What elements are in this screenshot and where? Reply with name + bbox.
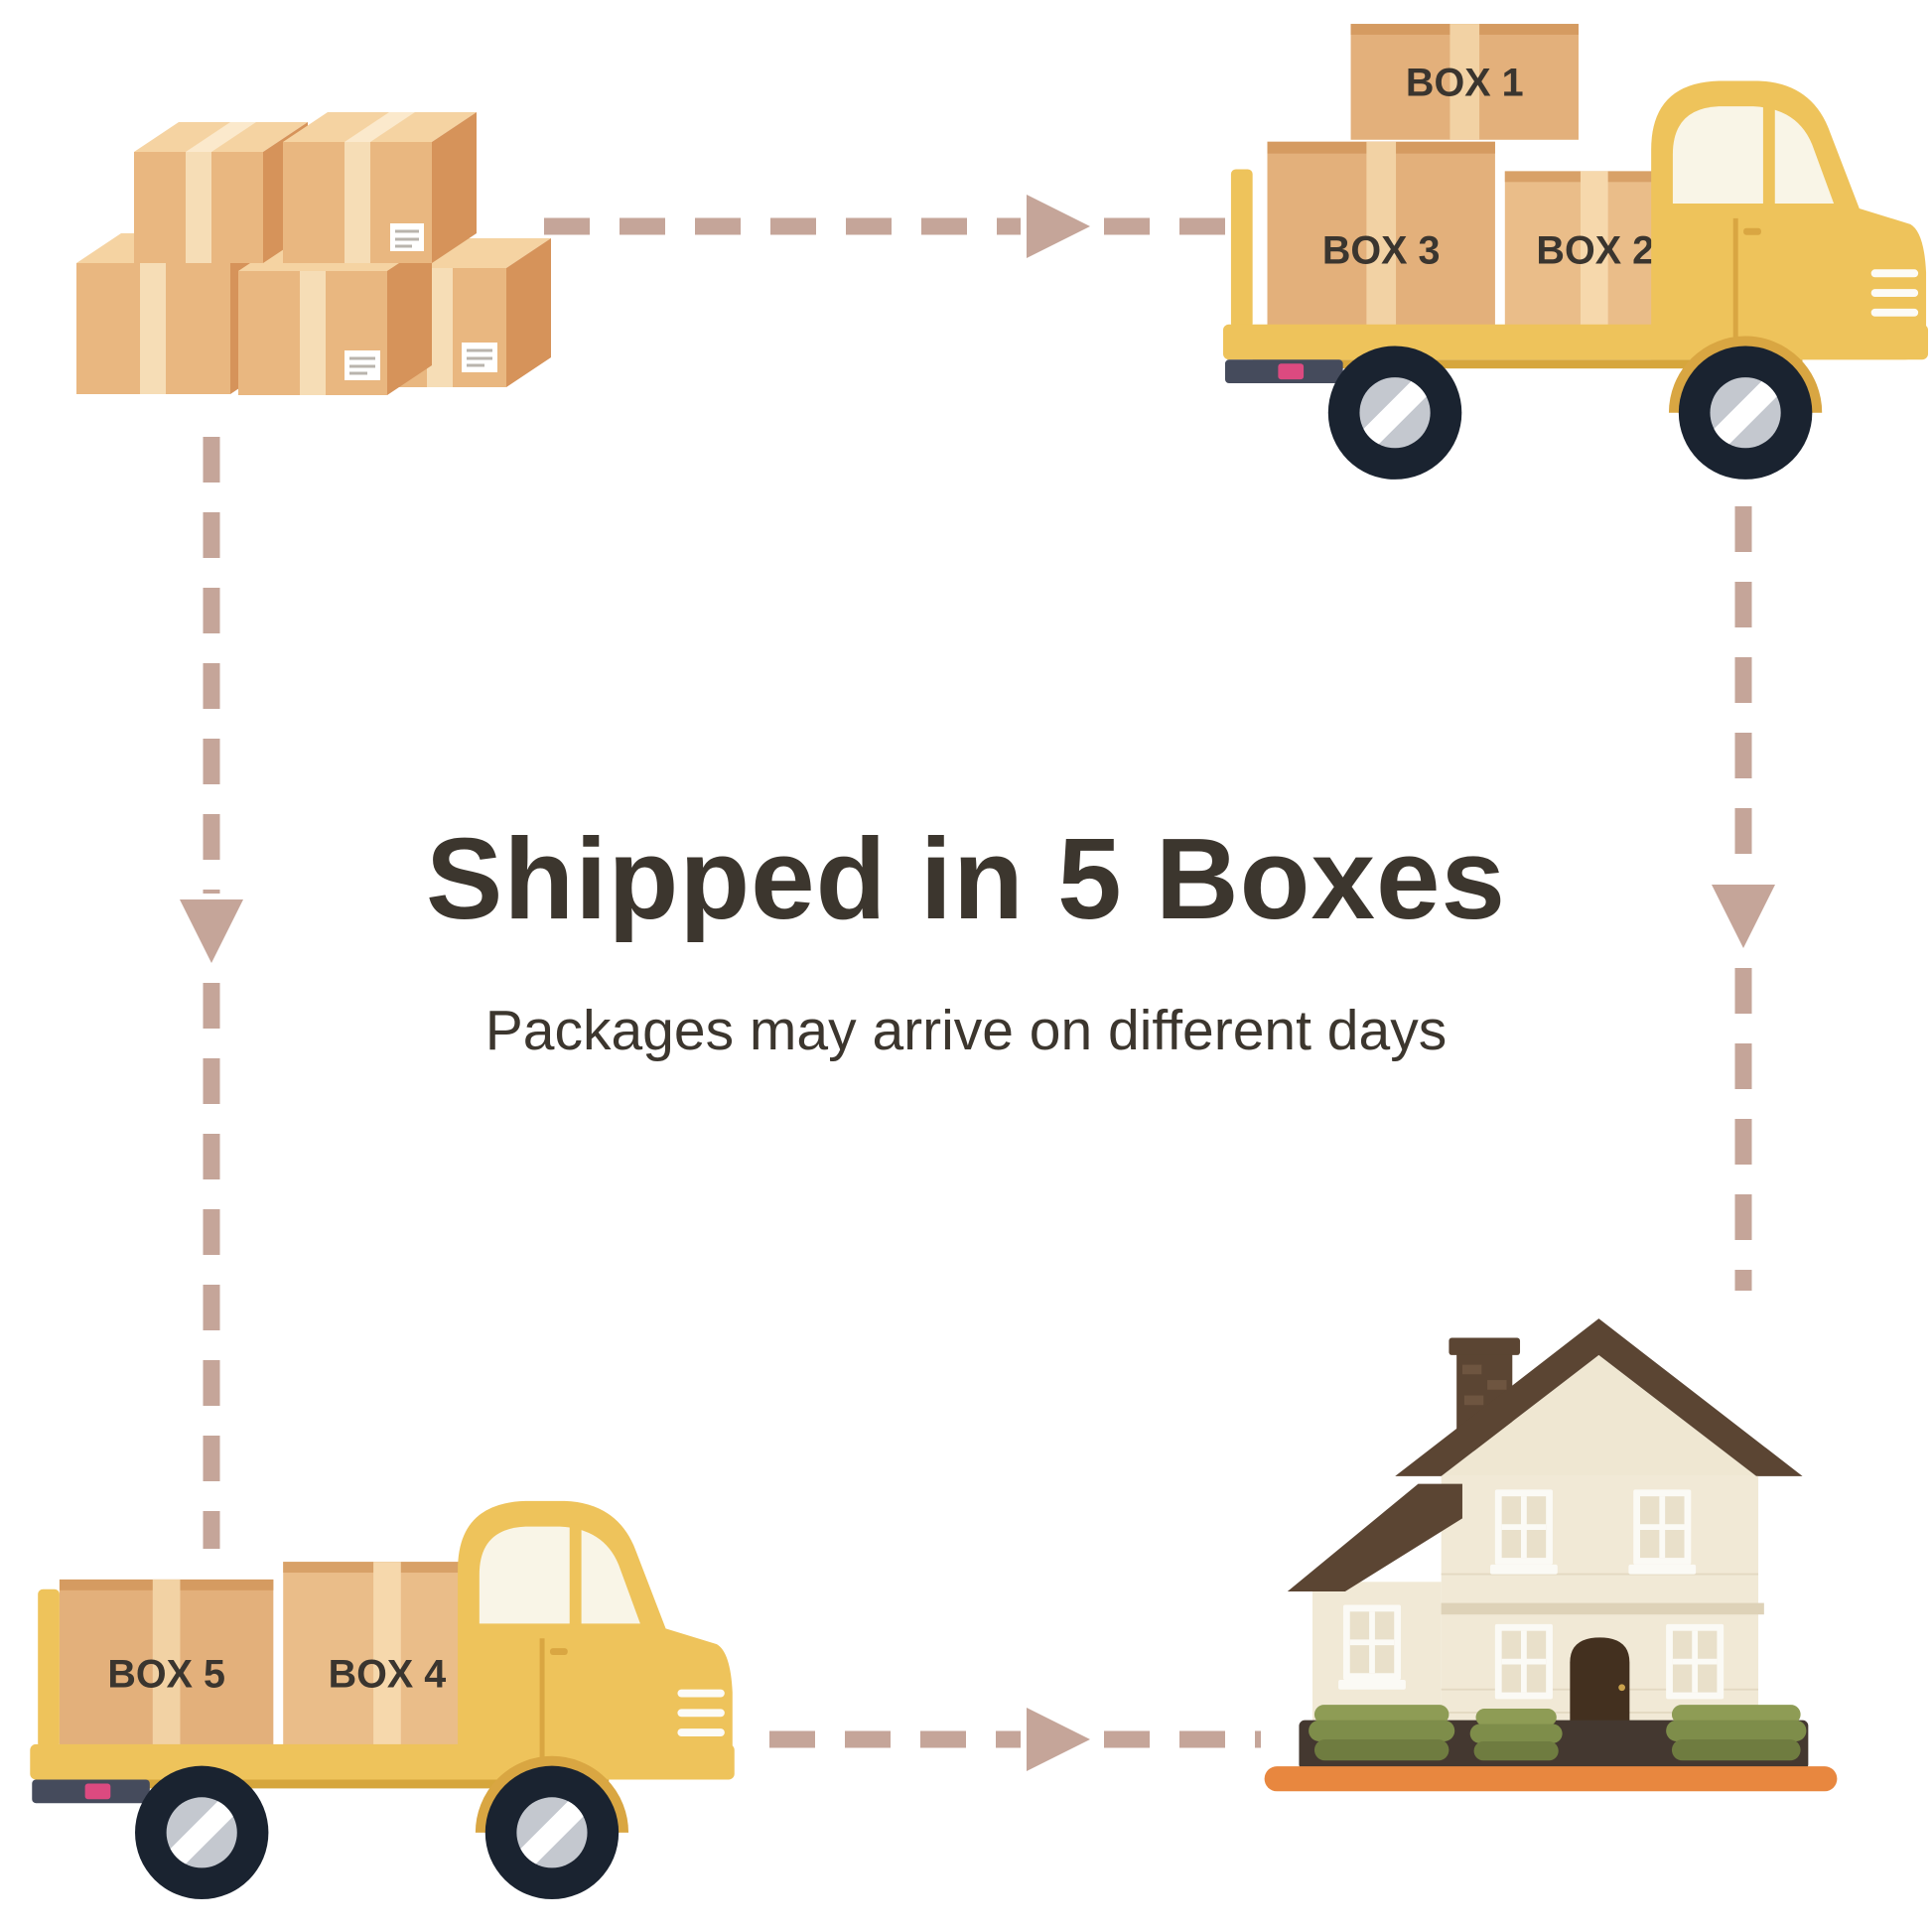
subheadline: Packages may arrive on different days <box>484 999 1448 1062</box>
gable <box>1441 1354 1757 1476</box>
upstairs-window-right <box>1628 1489 1697 1575</box>
taillight <box>1278 363 1305 380</box>
warehouse-box-stack-icon <box>76 112 551 395</box>
bush-right <box>1666 1705 1807 1761</box>
rear-wheel <box>1327 345 1462 480</box>
upstairs-window-left <box>1490 1489 1558 1575</box>
truck-cab <box>458 1500 733 1833</box>
door-handle <box>549 1648 568 1656</box>
annex-window <box>1338 1604 1406 1690</box>
box-4-label: BOX 4 <box>329 1653 447 1697</box>
cargo-box-5: BOX 5 <box>59 1579 274 1746</box>
taillight <box>84 1783 111 1800</box>
annex <box>1287 1483 1462 1728</box>
arrowhead-down-right-icon <box>1712 885 1775 948</box>
front-door <box>1570 1637 1630 1728</box>
cardboard-box <box>283 112 477 263</box>
door-handle <box>1743 227 1761 235</box>
cargo-box-3: BOX 3 <box>1267 141 1495 327</box>
front-wheel <box>484 1765 620 1900</box>
delivery-truck-top-icon: BOX 3 BOX 2 BOX 1 <box>1223 24 1929 480</box>
annex-roof <box>1287 1483 1462 1591</box>
arrowhead-right-top-icon <box>1027 195 1090 258</box>
downstairs-window-left <box>1494 1623 1553 1700</box>
bush-center <box>1469 1709 1563 1761</box>
truck-cab <box>1651 80 1927 413</box>
cab-window <box>479 1526 640 1624</box>
main-roof <box>1395 1318 1803 1476</box>
arrowhead-right-bottom-icon <box>1027 1708 1090 1771</box>
rear-wheel <box>135 1765 269 1900</box>
bush-left <box>1309 1705 1455 1761</box>
cardboard-box <box>238 241 432 395</box>
box-3-label: BOX 3 <box>1322 228 1441 272</box>
grille-lines <box>1870 269 1919 317</box>
delivery-truck-bottom-icon: BOX 5 BOX 4 <box>30 1500 735 1900</box>
cab-window <box>1672 106 1835 205</box>
ground-path <box>1264 1766 1838 1792</box>
cargo-box-4: BOX 4 <box>283 1562 491 1746</box>
cardboard-box <box>134 122 308 263</box>
truck-tailgate <box>1230 169 1253 329</box>
cargo-box-1: BOX 1 <box>1350 24 1579 140</box>
truck-bed-shadow <box>59 1779 610 1789</box>
box-2-label: BOX 2 <box>1536 228 1654 272</box>
grille-lines <box>677 1689 725 1737</box>
front-fender <box>1668 336 1823 413</box>
headline: Shipped in 5 Boxes <box>426 814 1506 943</box>
truck-bumper <box>32 1779 150 1804</box>
downstairs-window-right <box>1666 1623 1725 1700</box>
house-icon <box>1264 1318 1838 1792</box>
truck-tailgate <box>38 1588 60 1748</box>
box-5-label: BOX 5 <box>107 1653 225 1697</box>
truck-bed-shadow <box>1252 359 1803 369</box>
truck-bumper <box>1224 359 1343 384</box>
arrowhead-down-left-icon <box>180 899 243 963</box>
front-fender <box>475 1755 629 1833</box>
front-wheel <box>1678 345 1813 480</box>
box-1-label: BOX 1 <box>1406 61 1524 104</box>
